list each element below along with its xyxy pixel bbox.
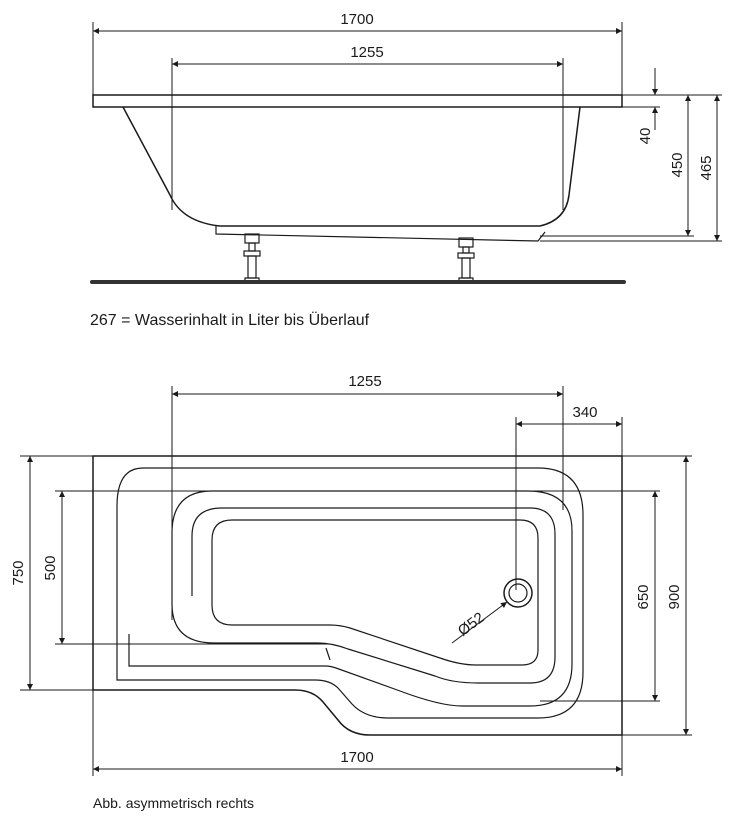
bathtub-base <box>215 226 546 242</box>
basin-floor <box>211 519 539 666</box>
dimension-label-drain-offset: 340 <box>572 404 597 421</box>
bathtub-foot <box>243 233 261 283</box>
dimension-label-inner: 1255 <box>350 44 383 61</box>
basin-edge <box>128 490 573 707</box>
bathtub-outline <box>92 455 623 736</box>
dimension-label-650: 650 <box>635 584 652 609</box>
dimension-label-rim: 40 <box>637 128 654 145</box>
dimension-label-465: 465 <box>698 155 715 180</box>
side-view <box>90 22 722 284</box>
water-capacity-caption: 267 = Wasserinhalt in Liter bis Überlauf <box>90 312 370 329</box>
figure-caption: Abb. asymmetrisch rechts <box>93 795 255 811</box>
drain-icon <box>503 578 533 608</box>
dimension-label-750: 750 <box>10 560 27 585</box>
basin-edge-detail <box>325 647 331 661</box>
basin-inner <box>171 490 556 684</box>
drain-icon <box>508 583 528 603</box>
dimension-label-450: 450 <box>669 152 686 177</box>
drain-leader-line <box>451 601 508 644</box>
dimension-label-inner: 1255 <box>348 373 381 390</box>
dimension-label-900: 900 <box>666 584 683 609</box>
top-view <box>20 386 692 776</box>
bathtub-shell <box>122 106 581 227</box>
dimension-label-length: 1700 <box>340 749 373 766</box>
bathtub-foot <box>457 237 475 283</box>
rim-inner-edge <box>116 467 584 719</box>
dimension-label-length: 1700 <box>340 11 373 28</box>
dimension-label-500: 500 <box>42 555 59 580</box>
bathtub-rim <box>92 94 623 108</box>
drain-diameter-label: Ø52 <box>455 609 488 640</box>
